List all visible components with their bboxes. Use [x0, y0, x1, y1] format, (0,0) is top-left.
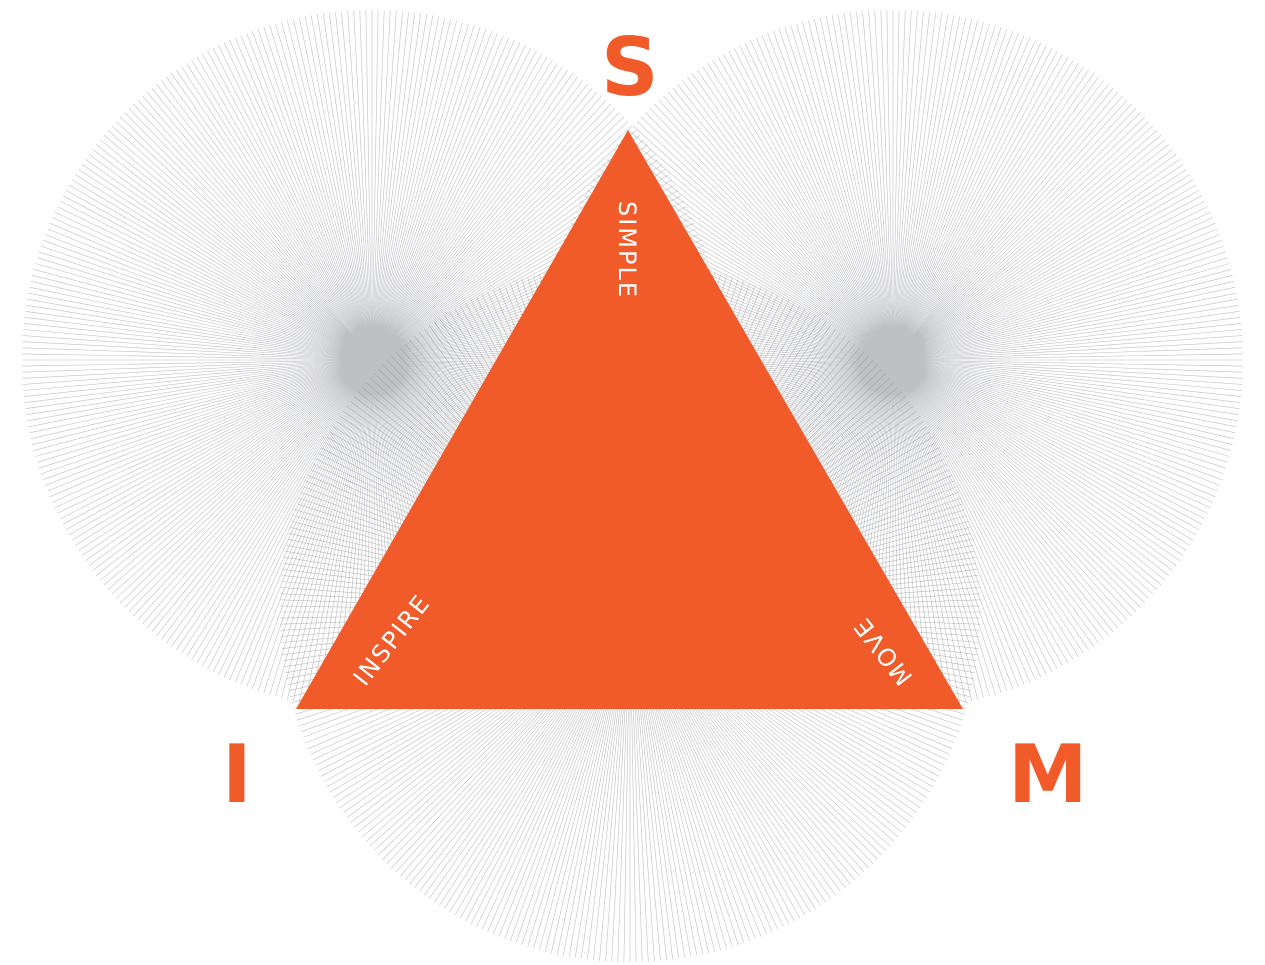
letter-m-label: M — [1008, 735, 1088, 815]
simple-label: SIMPLE — [615, 201, 639, 299]
letter-s-label: S — [601, 28, 659, 108]
letter-i-label: I — [222, 735, 252, 815]
